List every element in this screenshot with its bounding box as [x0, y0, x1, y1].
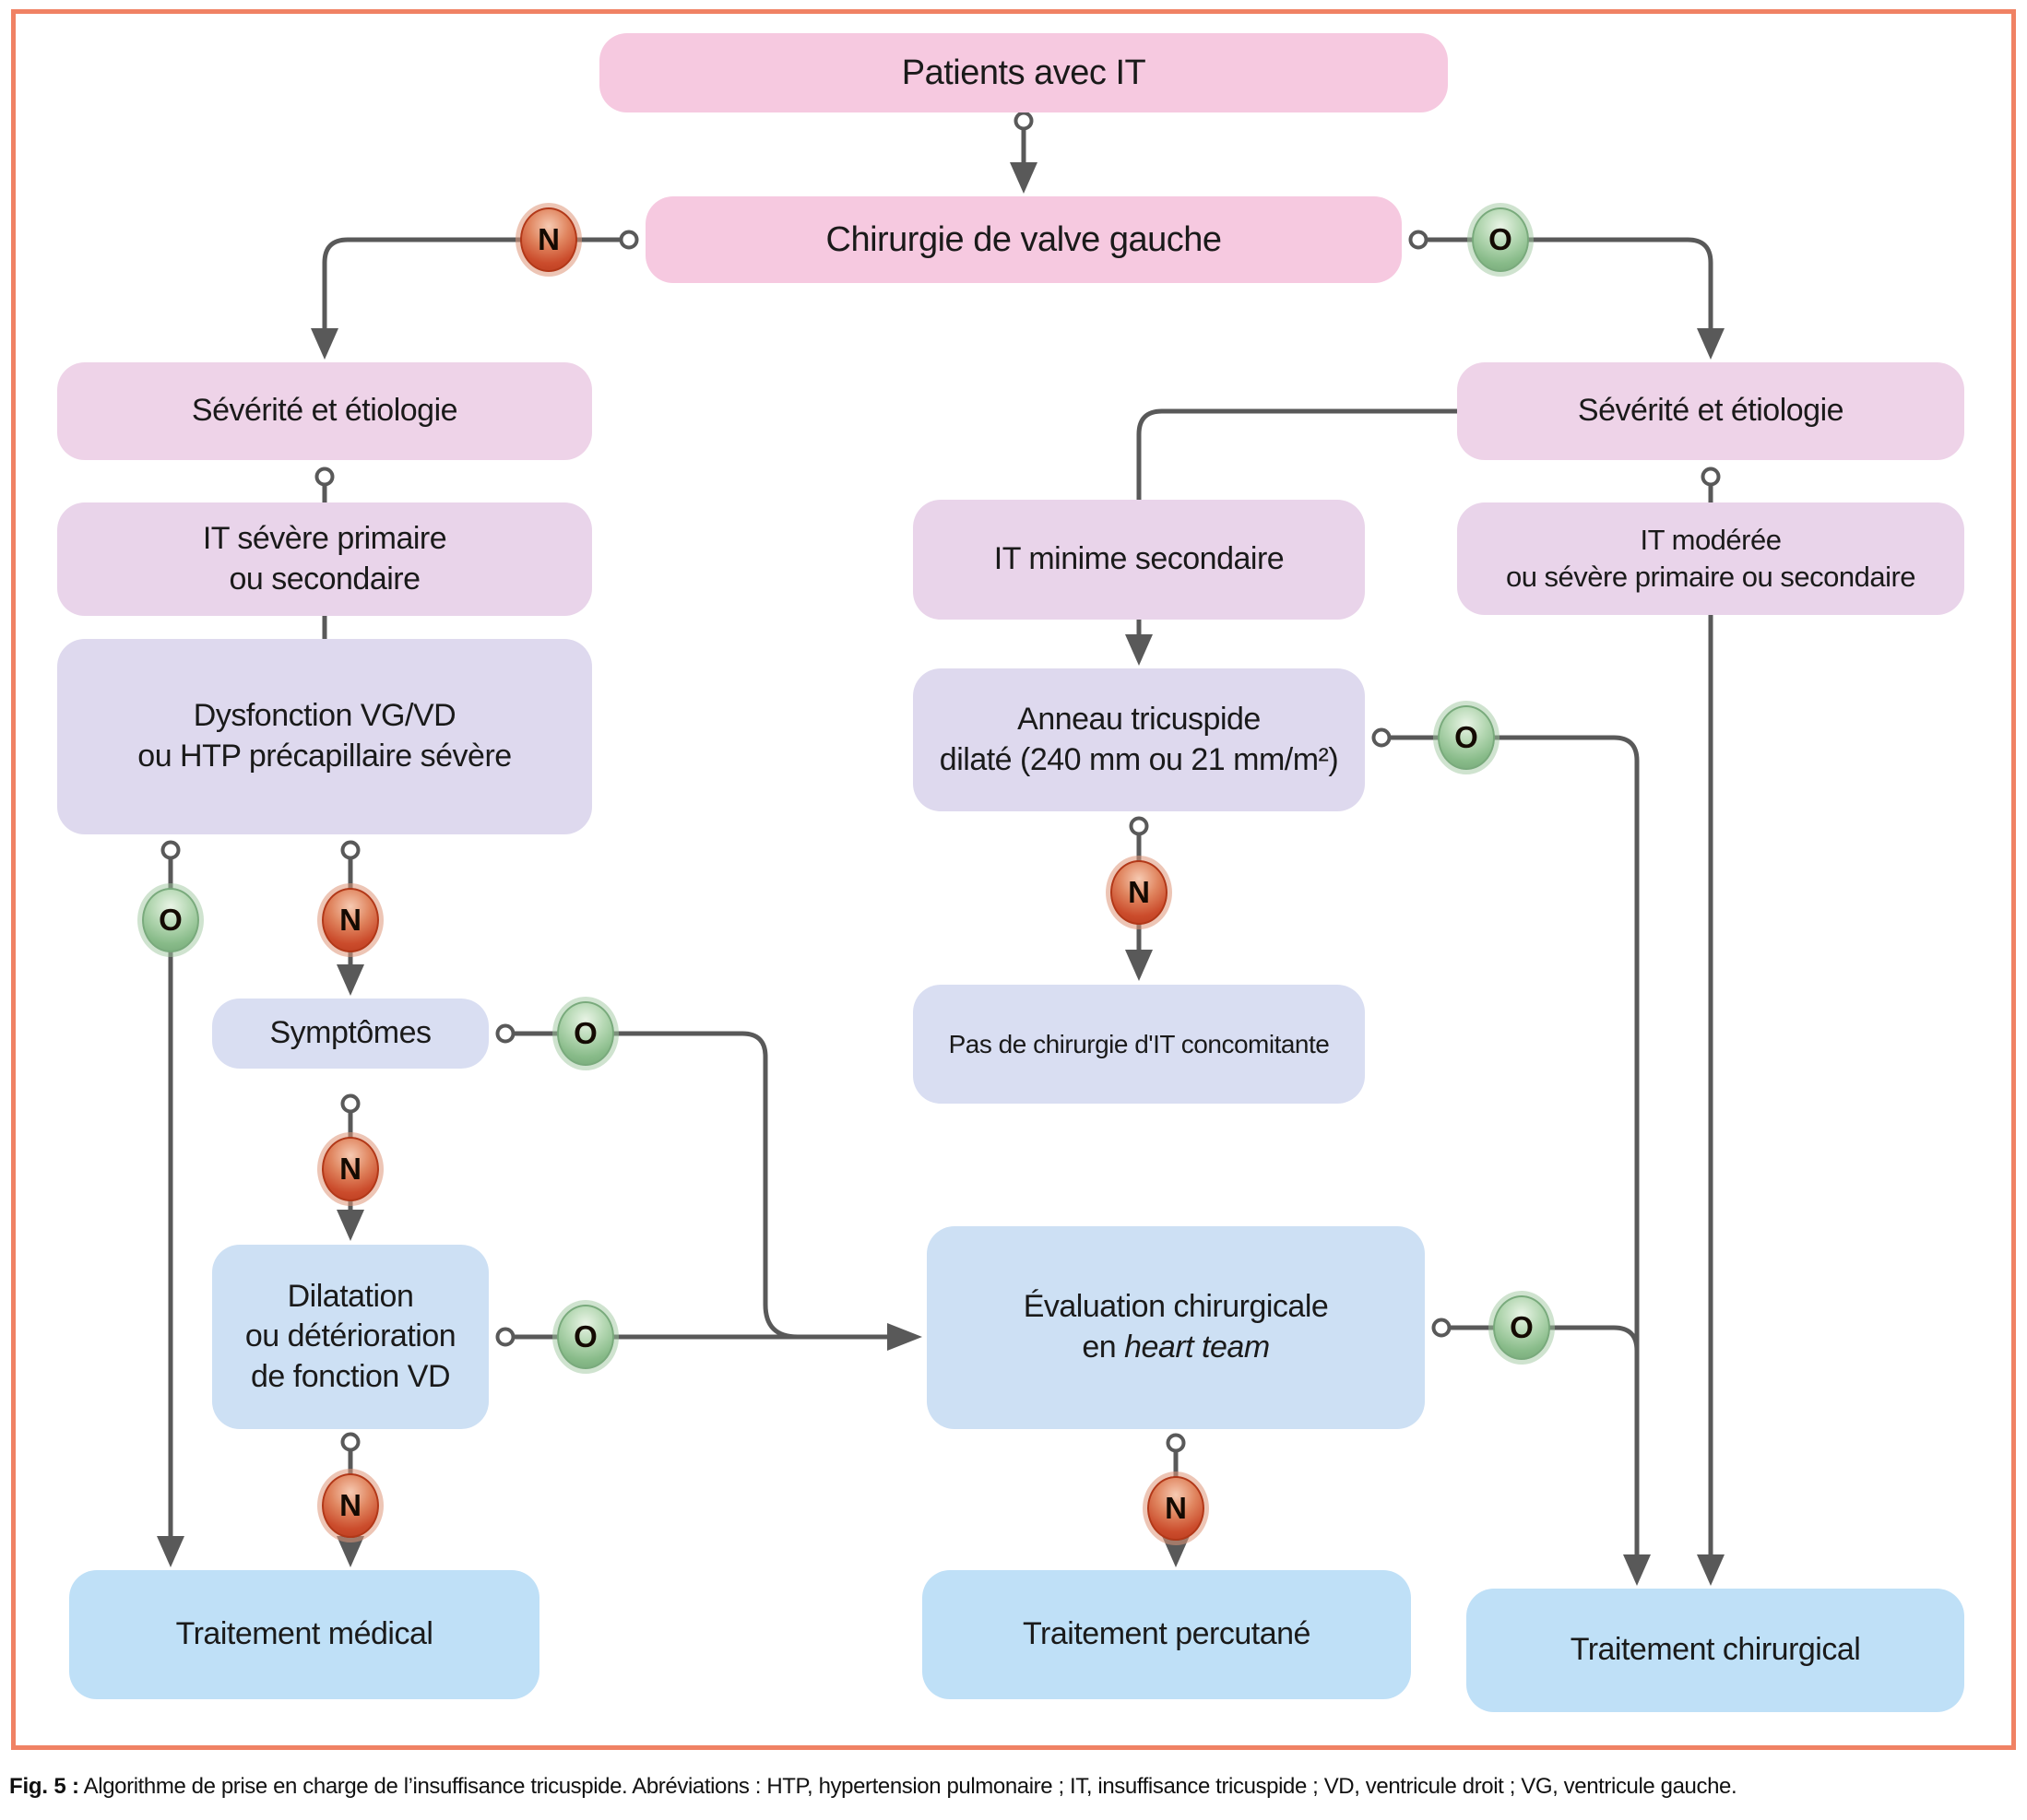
- badge-yes-valve-surgery-icon: O: [1472, 207, 1529, 272]
- node-it-severe-line2: ou secondaire: [229, 561, 421, 597]
- node-anneau: Anneau tricuspide dilaté (240 mm ou 21 m…: [913, 668, 1365, 811]
- node-dilatation-line3: de fonction VD: [250, 1358, 451, 1394]
- node-symptomes-label: Symptômes: [269, 1015, 433, 1051]
- badge-yes-dysfonction-icon: O: [142, 888, 199, 952]
- node-traitement-medical-label: Traitement médical: [175, 1616, 433, 1652]
- node-traitement-chirurgical-label: Traitement chirurgical: [1570, 1632, 1861, 1668]
- node-dilatation-line1: Dilatation: [287, 1278, 414, 1314]
- node-dysfonction-line2: ou HTP précapillaire sévère: [137, 739, 512, 774]
- node-anneau-line1: Anneau tricuspide: [1017, 701, 1261, 737]
- node-chirurgie-label: Chirurgie de valve gauche: [825, 219, 1223, 259]
- node-dilatation-line2: ou détérioration: [244, 1318, 456, 1354]
- node-it-moderee-line2: ou sévère primaire ou secondaire: [1505, 561, 1916, 593]
- node-it-moderee: IT modérée ou sévère primaire ou seconda…: [1457, 502, 1964, 615]
- node-traitement-medical: Traitement médical: [69, 1570, 539, 1699]
- node-traitement-percutane: Traitement percutané: [922, 1570, 1411, 1699]
- badge-yes-symptomes-icon: O: [557, 1001, 614, 1066]
- badge-yes-evaluation-icon: O: [1493, 1295, 1550, 1360]
- node-anneau-line2: dilaté (240 mm ou 21 mm/m²): [939, 741, 1339, 777]
- figure-caption-text: Algorithme de prise en charge de l’insuf…: [78, 1774, 1737, 1799]
- badge-no-anneau-icon: N: [1110, 860, 1168, 925]
- figure-caption: Fig. 5 : Algorithme de prise en charge d…: [9, 1774, 2021, 1800]
- badge-no-valve-surgery-icon: N: [520, 207, 577, 272]
- node-it-severe: IT sévère primaire ou secondaire: [57, 502, 592, 616]
- node-dilatation: Dilatation ou détérioration de fonction …: [212, 1245, 489, 1429]
- node-traitement-chirurgical: Traitement chirurgical: [1466, 1589, 1964, 1712]
- node-dysfonction: Dysfonction VG/VD ou HTP précapillaire s…: [57, 639, 592, 834]
- badge-no-symptomes-icon: N: [322, 1137, 379, 1201]
- node-pas-chirurgie: Pas de chirurgie d'IT concomitante: [913, 985, 1365, 1104]
- badge-no-evaluation-icon: N: [1147, 1476, 1204, 1541]
- node-dysfonction-line1: Dysfonction VG/VD: [193, 698, 456, 734]
- node-it-severe-line1: IT sévère primaire: [202, 520, 447, 556]
- node-evaluation-line1: Évaluation chirurgicale: [1023, 1289, 1329, 1325]
- node-symptomes: Symptômes: [212, 999, 489, 1069]
- badge-no-dysfonction-icon: N: [322, 888, 379, 952]
- node-patients: Patients avec IT: [599, 33, 1448, 112]
- node-evaluation-heart-team: heart team: [1124, 1330, 1270, 1365]
- badge-yes-anneau-icon: O: [1438, 705, 1495, 770]
- node-patients-label: Patients avec IT: [901, 53, 1146, 92]
- node-severite-gauche-label: Sévérité et étiologie: [191, 393, 458, 429]
- node-it-minime: IT minime secondaire: [913, 500, 1365, 620]
- node-severite-etiologie-gauche: Sévérité et étiologie: [57, 362, 592, 460]
- node-severite-etiologie-droite: Sévérité et étiologie: [1457, 362, 1964, 460]
- node-it-minime-label: IT minime secondaire: [993, 541, 1285, 577]
- figure-caption-number: Fig. 5 :: [9, 1774, 79, 1799]
- node-traitement-percutane-label: Traitement percutané: [1023, 1616, 1310, 1652]
- badge-yes-dilatation-icon: O: [557, 1305, 614, 1369]
- node-pas-chirurgie-label: Pas de chirurgie d'IT concomitante: [948, 1029, 1330, 1058]
- node-chirurgie-valve-gauche: Chirurgie de valve gauche: [646, 196, 1402, 283]
- badge-no-dilatation-icon: N: [322, 1473, 379, 1538]
- node-evaluation-line2: en heart team: [1082, 1330, 1270, 1365]
- node-it-moderee-line1: IT modérée: [1640, 524, 1782, 557]
- node-severite-droite-label: Sévérité et étiologie: [1577, 393, 1844, 429]
- node-evaluation: Évaluation chirurgicale en heart team: [927, 1226, 1425, 1429]
